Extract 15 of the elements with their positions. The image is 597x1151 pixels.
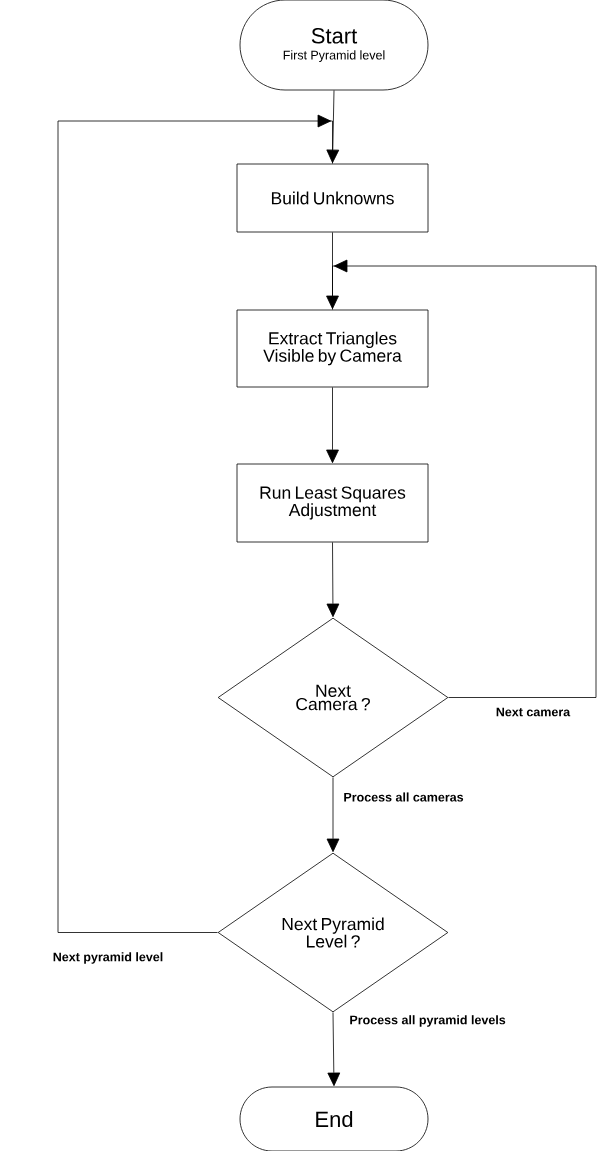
arrow [327,1012,341,1087]
process-box: Run Least Squares Adjustment [236,463,429,543]
arrow [326,232,339,310]
arrow [326,777,340,853]
arrow [57,114,333,933]
edge-label: Process all pyramid levels [348,1014,507,1028]
arrow [332,259,597,698]
edge-label: Next camera [494,706,572,718]
arrow [326,387,339,464]
process-box: Build Unknowns [236,163,429,233]
edge-label: Next pyramid level [51,951,165,965]
edge-label: Process all cameras [342,791,465,803]
process-box: Extract Triangles Visible by Camera [236,309,429,388]
arrow [326,542,340,618]
arrow [326,90,340,164]
